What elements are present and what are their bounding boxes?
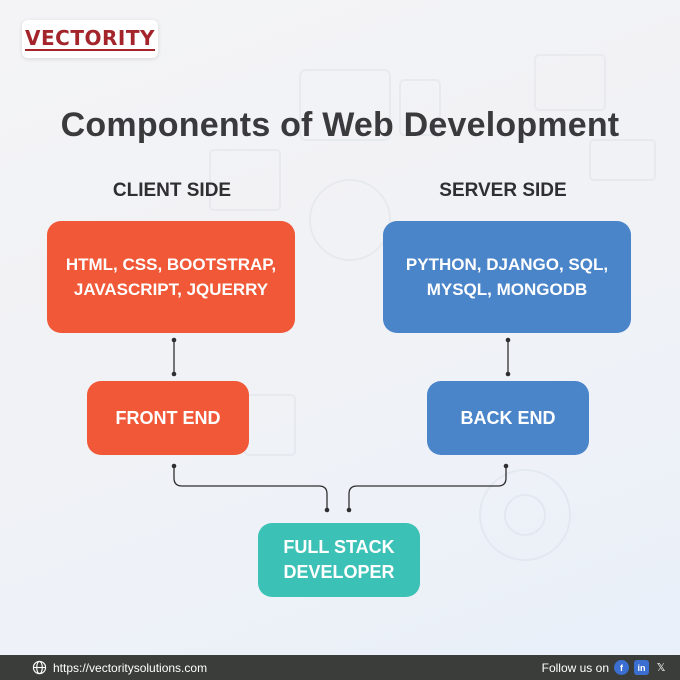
follow-us-label: Follow us on: [541, 660, 609, 675]
full-stack-developer-box: FULL STACK DEVELOPER: [258, 523, 420, 597]
client-tech-line-2: JAVASCRIPT, JQUERRY: [73, 280, 269, 299]
server-technologies-box: PYTHON, DJANGO, SQL, MYSQL, MONGODB: [383, 221, 631, 333]
facebook-glyph: f: [620, 662, 623, 673]
linkedin-glyph: in: [637, 662, 646, 673]
social-links: Follow us on f in 𝕏: [542, 660, 668, 675]
website-url[interactable]: https://vectoritysolutions.com: [53, 660, 208, 675]
facebook-icon[interactable]: f: [614, 660, 629, 675]
server-tech-line-1: PYTHON, DJANGO, SQL,: [405, 255, 609, 274]
full-stack-line-1: FULL STACK: [283, 537, 395, 557]
full-stack-line-2: DEVELOPER: [283, 562, 395, 582]
server-side-heading: SERVER SIDE: [439, 180, 567, 201]
client-tech-line-1: HTML, CSS, BOOTSTRAP,: [65, 255, 277, 274]
linkedin-icon[interactable]: in: [634, 660, 649, 675]
back-end-label: BACK END: [460, 407, 556, 428]
client-side-heading: CLIENT SIDE: [112, 180, 232, 201]
x-icon[interactable]: 𝕏: [654, 661, 668, 674]
brand-logo-text: VECTORITY: [25, 26, 155, 51]
connector-dot: [171, 337, 177, 343]
website-link[interactable]: https://vectoritysolutions.com: [32, 660, 207, 675]
connector-dot: [171, 463, 177, 469]
connector-dot: [505, 337, 511, 343]
brand-logo: VECTORITY: [22, 20, 158, 58]
connector-dot: [171, 371, 177, 377]
x-glyph: 𝕏: [656, 662, 666, 674]
globe-icon: [32, 660, 47, 675]
connector-dot: [324, 507, 330, 513]
front-end-label: FRONT END: [115, 407, 221, 428]
server-tech-line-2: MYSQL, MONGODB: [426, 280, 588, 299]
back-end-to-developer-connector: [348, 466, 507, 510]
front-end-to-developer-connector: [173, 466, 328, 510]
connector-dot: [505, 371, 511, 377]
back-end-box: BACK END: [427, 381, 589, 455]
footer-bar: https://vectoritysolutions.com Follow us…: [0, 655, 680, 680]
connector-dot: [346, 507, 352, 513]
client-technologies-box: HTML, CSS, BOOTSTRAP, JAVASCRIPT, JQUERR…: [47, 221, 295, 333]
front-end-box: FRONT END: [87, 381, 249, 455]
connector-dot: [503, 463, 509, 469]
page-title: Components of Web Development: [60, 106, 620, 144]
